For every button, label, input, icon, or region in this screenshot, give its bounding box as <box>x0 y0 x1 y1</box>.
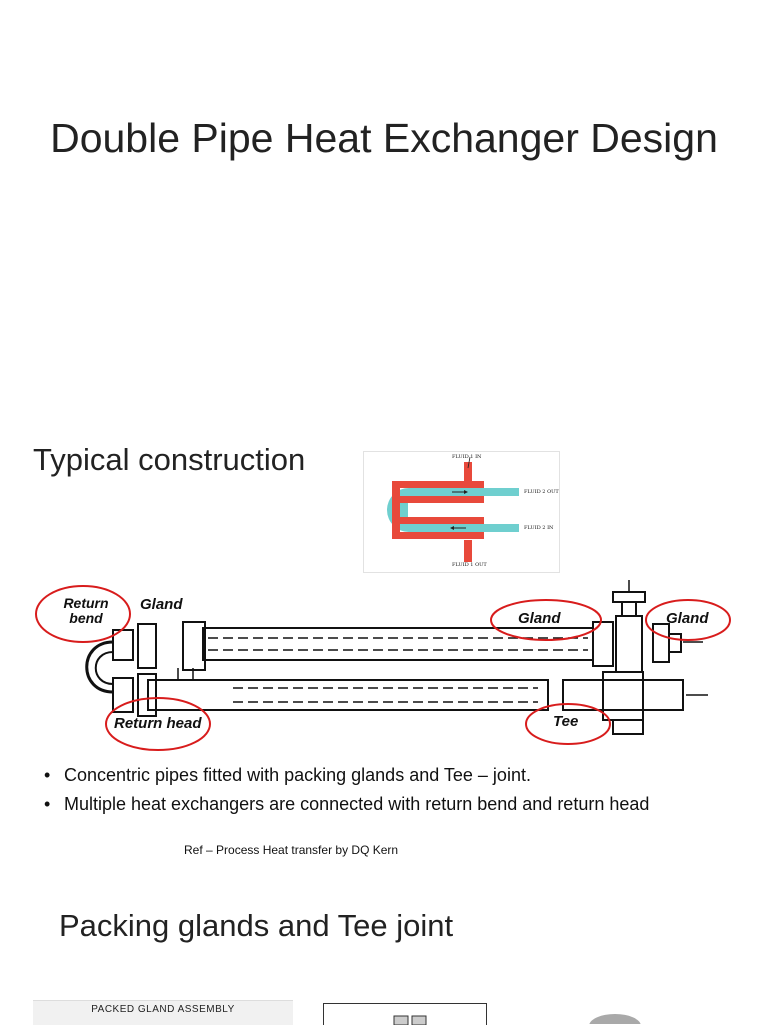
ellipse-tee <box>525 703 611 745</box>
exchanger-schematic: FLUID 1 IN FLUID 2 OUT FLUID 2 IN FLUID … <box>363 451 560 573</box>
tee-fitting-photo <box>585 1010 645 1030</box>
list-item: • Concentric pipes fitted with packing g… <box>44 764 744 787</box>
reference-note: Ref – Process Heat transfer by DQ Kern <box>184 843 399 857</box>
ellipse-return-head <box>105 697 211 751</box>
ellipse-return-bend <box>35 585 131 643</box>
construction-drawing <box>35 580 731 751</box>
schematic-diagram <box>387 456 519 562</box>
bullet-text: Concentric pipes fitted with packing gla… <box>64 765 531 785</box>
list-item: • Multiple heat exchangers are connected… <box>44 793 744 816</box>
inner-pipe-bottom-lower <box>392 532 484 539</box>
page-title: Double Pipe Heat Exchanger Design <box>50 115 718 161</box>
bullet-list: • Concentric pipes fitted with packing g… <box>44 764 744 822</box>
bullet-icon: • <box>44 765 51 785</box>
label-fluid1-in: FLUID 1 IN <box>452 454 482 460</box>
inner-pipe-top-upper <box>392 481 484 488</box>
ellipse-gland-mid <box>490 599 602 641</box>
label-fluid1-out: FLUID 1 OUT <box>452 562 487 568</box>
inner-pipe-bottom-upper <box>392 517 484 524</box>
bend-gap <box>400 503 408 517</box>
ellipse-gland-right <box>645 599 731 641</box>
right-tee-upper <box>615 615 643 673</box>
fluid1-out-nozzle <box>464 540 472 562</box>
outer-pipe-u <box>387 488 519 532</box>
bullet-text: Multiple heat exchangers are connected w… <box>64 794 650 814</box>
label-gland-left: Gland <box>140 596 183 613</box>
inner-pipe-bend <box>392 481 400 539</box>
label-return-head: Return head <box>114 715 202 732</box>
label-gland-mid: Gland <box>518 610 561 627</box>
label-gland-right: Gland <box>666 610 709 627</box>
inner-pipe-top-lower <box>392 496 484 503</box>
label-tee: Tee <box>553 713 579 730</box>
upper-pipe <box>202 627 594 661</box>
label-fluid2-in: FLUID 2 IN <box>524 525 554 531</box>
return-bend-drawing <box>85 640 114 694</box>
tee-joint-figure <box>323 1003 487 1026</box>
section-heading-packing: Packing glands and Tee joint <box>59 908 454 943</box>
label-return-bend: Return bend <box>63 595 109 626</box>
label-fluid2-out: FLUID 2 OUT <box>524 489 559 495</box>
lower-pipe <box>147 679 549 711</box>
packed-gland-caption: PACKED GLAND ASSEMBLY <box>33 1000 293 1025</box>
section-heading-construction: Typical construction <box>33 442 306 477</box>
left-lower-gland <box>112 677 134 713</box>
exchanger-drawing: Return bend Gland Gland Gland Return hea… <box>28 572 748 762</box>
bullet-icon: • <box>44 794 51 814</box>
fluid1-in-nozzle <box>464 462 472 484</box>
